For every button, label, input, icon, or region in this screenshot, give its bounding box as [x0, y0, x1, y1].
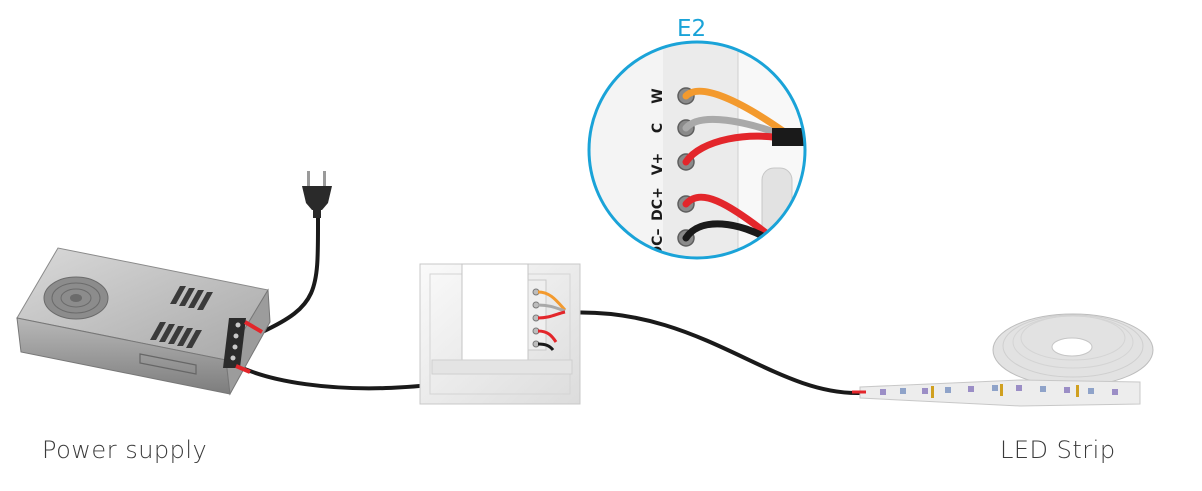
wire-dcplus	[682, 193, 779, 244]
led-strip-label: LED Strip	[1000, 436, 1116, 464]
mains-cable	[261, 214, 321, 334]
terminal-label-dcplus: DC+	[650, 187, 666, 221]
callout-title: E2	[677, 16, 707, 42]
fan-grille	[43, 276, 109, 320]
callout-ring	[587, 40, 807, 260]
led-strip-reel	[852, 313, 1154, 407]
mains-plug	[302, 171, 332, 218]
vent-slots	[150, 286, 213, 348]
power-supply-unit	[16, 247, 271, 396]
wire-w	[682, 87, 794, 140]
wall-panel-controller	[419, 263, 581, 405]
terminal-label-w: W	[650, 88, 666, 103]
wire-dcminus	[682, 220, 774, 244]
panel-to-led-cable	[564, 310, 861, 396]
terminal-label-vplus: V+	[650, 153, 666, 176]
terminal-label-c: C	[650, 123, 666, 133]
e2-detail-callout: W C V+ DC+ DC–	[587, 40, 807, 260]
led-chips	[880, 384, 1118, 398]
power-supply-label: Power supply	[42, 436, 208, 464]
terminal-block	[223, 318, 246, 368]
